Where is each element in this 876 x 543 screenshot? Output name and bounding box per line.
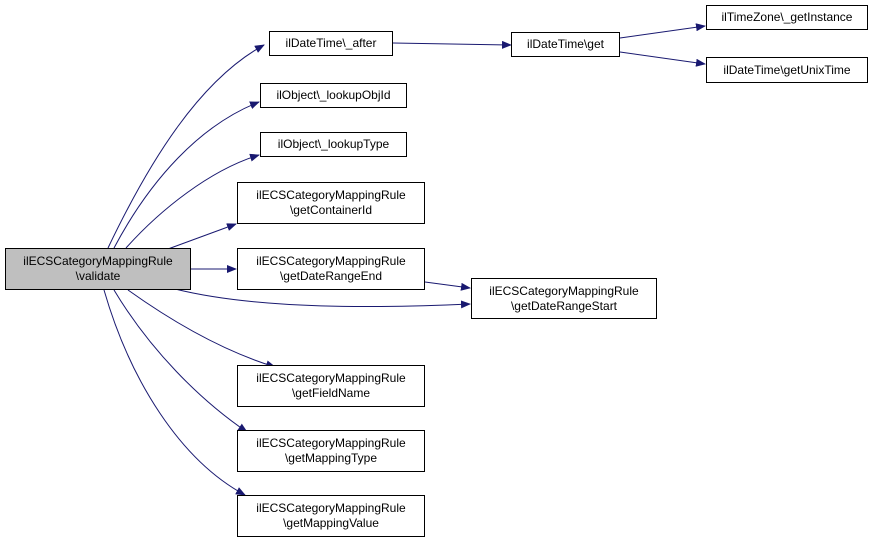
edge-after-to-get: [392, 40, 512, 49]
edge-validate-to-getfieldname: [127, 289, 276, 369]
node-datetime-get-label: ilDateTime\get: [527, 37, 604, 51]
node-getmappingvalue-line1: ilECSCategoryMappingRule: [256, 501, 406, 515]
node-validate: ilECSCategoryMappingRule \validate: [5, 248, 191, 290]
edge-validate-to-lookuptype: [125, 153, 260, 249]
node-getdaterangeend-line2: \getDateRangeEnd: [279, 269, 383, 283]
edge-validate-to-lookupobjid: [113, 101, 260, 249]
node-getdaterangestart-line1: ilECSCategoryMappingRule: [489, 283, 639, 298]
node-getdaterangestart[interactable]: ilECSCategoryMappingRule \getDateRangeSt…: [471, 278, 657, 319]
edge-validate-to-getcontainerid: [167, 223, 237, 250]
node-validate-line2: \validate: [75, 269, 121, 283]
node-getfieldname[interactable]: ilECSCategoryMappingRule \getFieldName: [237, 365, 425, 407]
node-getmappingtype-line1: ilECSCategoryMappingRule: [256, 436, 406, 450]
node-lookuptype-label: ilObject\_lookupType: [277, 137, 390, 151]
node-getmappingtype[interactable]: ilECSCategoryMappingRule \getMappingType: [237, 430, 425, 472]
node-datetime-get[interactable]: ilDateTime\get: [511, 32, 620, 57]
node-getcontainerid-line2: \getContainerId: [289, 203, 373, 217]
node-timezone-getinstance-label: ilTimeZone\_getInstance: [721, 10, 853, 24]
node-getfieldname-line2: \getFieldName: [291, 386, 371, 400]
node-getfieldname-line1: ilECSCategoryMappingRule: [256, 371, 406, 385]
node-lookupobjid[interactable]: ilObject\_lookupObjId: [260, 83, 407, 108]
edge-get-to-getunixtime: [619, 51, 706, 67]
node-datetime-getunixtime-label: ilDateTime\getUnixTime: [723, 62, 851, 77]
node-getmappingvalue[interactable]: ilECSCategoryMappingRule \getMappingValu…: [237, 495, 425, 537]
node-getdaterangeend[interactable]: ilECSCategoryMappingRule \getDateRangeEn…: [237, 248, 425, 290]
node-timezone-getinstance[interactable]: ilTimeZone\_getInstance: [706, 5, 868, 30]
node-validate-line1: ilECSCategoryMappingRule: [23, 254, 173, 268]
node-after-label: ilDateTime\_after: [285, 36, 377, 50]
edge-validate-to-after: [107, 44, 265, 249]
edge-validate-to-getmappingvalue: [103, 289, 246, 496]
edge-end-to-start: [424, 281, 471, 291]
node-getdaterangeend-line1: ilECSCategoryMappingRule: [256, 254, 406, 268]
node-getcontainerid-line1: ilECSCategoryMappingRule: [256, 188, 406, 202]
node-getdaterangestart-line2: \getDateRangeStart: [510, 298, 618, 313]
node-datetime-getunixtime[interactable]: ilDateTime\getUnixTime: [706, 57, 868, 83]
node-getmappingvalue-line2: \getMappingValue: [283, 516, 379, 530]
node-getcontainerid[interactable]: ilECSCategoryMappingRule \getContainerId: [237, 182, 425, 224]
node-lookupobjid-label: ilObject\_lookupObjId: [276, 88, 391, 102]
node-lookuptype[interactable]: ilObject\_lookupType: [260, 132, 407, 157]
edge-get-to-getinstance: [619, 23, 706, 39]
node-getmappingtype-line2: \getMappingType: [284, 451, 378, 465]
edge-validate-to-getdaterangestart: [174, 288, 471, 309]
edge-validate-to-getmappingtype: [113, 289, 248, 433]
node-after[interactable]: ilDateTime\_after: [269, 31, 393, 56]
